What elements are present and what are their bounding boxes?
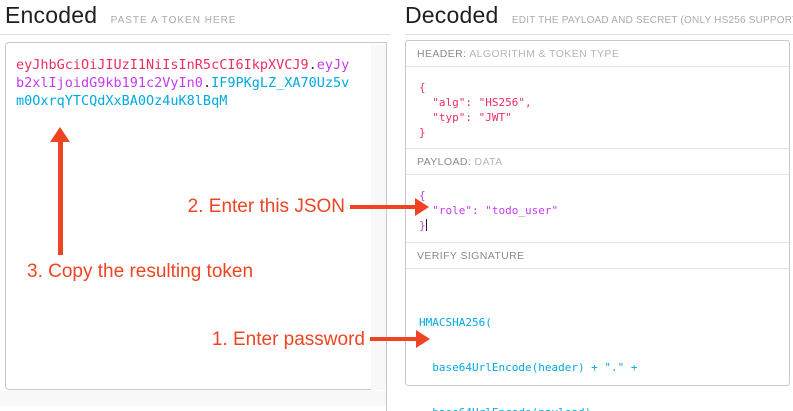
arrow-right-icon: [415, 198, 429, 216]
horizontal-scrollbar-track[interactable]: [0, 391, 386, 406]
annotation-step2-text: 2. Enter this JSON: [187, 196, 345, 217]
token-payload-segment: eyJyb2xlIjoidG9kb191c2VyIn0: [16, 57, 350, 91]
token-header-segment: eyJhbGciOiJIUzI1NiIsInR5cCI6IkpXVCJ9: [16, 57, 309, 73]
arrow-up-icon: [50, 127, 70, 142]
right-header-rule: [405, 34, 793, 35]
arrow-step2-shaft: [350, 205, 415, 209]
decoded-subtitle: EDIT THE PAYLOAD AND SECRET (ONLY HS256 …: [511, 15, 793, 26]
signature-section-label: VERIFY SIGNATURE: [406, 243, 789, 269]
column-divider: [386, 42, 387, 411]
header-section-label: HEADER: ALGORITHM & TOKEN TYPE: [406, 41, 789, 67]
text-cursor: [425, 219, 427, 231]
verify-signature-label: VERIFY SIGNATURE: [417, 250, 525, 262]
payload-section-label: PAYLOAD: DATA: [406, 149, 789, 175]
encoded-token: eyJhbGciOiJIUzI1NiIsInR5cCI6IkpXVCJ9.eyJ…: [16, 56, 353, 110]
signature-code-line-2: base64UrlEncode(header) + "." +: [419, 361, 638, 374]
header-json-code: { "alg": "HS256", "typ": "JWT" }: [406, 67, 789, 149]
header-label: HEADER:: [417, 48, 467, 60]
signature-block: HMACSHA256( base64UrlEncode(header) + ".…: [406, 269, 789, 411]
decoded-column-header: Decoded EDIT THE PAYLOAD AND SECRET (ONL…: [405, 2, 793, 32]
arrow-step3-shaft: [58, 141, 63, 255]
header-sublabel: ALGORITHM & TOKEN TYPE: [469, 48, 620, 60]
token-dot-2: .: [202, 75, 212, 91]
decoded-panel: HEADER: ALGORITHM & TOKEN TYPE { "alg": …: [405, 40, 790, 411]
token-signature-segment: IF9PKgLZ_XA70Uz5vm0OxrqYTCQdXxBA0Oz4uK8l…: [16, 75, 350, 109]
signature-code-line-3: base64UrlEncode(payload),: [419, 405, 776, 411]
annotation-step3-text: 3. Copy the resulting token: [27, 261, 254, 282]
annotation-step1-text: 1. Enter password: [211, 329, 365, 350]
arrow-step1-shaft: [370, 337, 416, 341]
payload-json-code: { "role": "todo_user" }: [419, 189, 559, 232]
encoded-subtitle: PASTE A TOKEN HERE: [110, 15, 237, 26]
payload-json-editor[interactable]: { "role": "todo_user" }: [406, 175, 789, 243]
token-dot-1: .: [308, 57, 317, 73]
payload-label: PAYLOAD:: [417, 156, 472, 168]
signature-code-line-1: HMACSHA256(: [419, 316, 492, 329]
encoded-token-textarea[interactable]: eyJhbGciOiJIUzI1NiIsInR5cCI6IkpXVCJ9.eyJ…: [5, 42, 386, 390]
encoded-column-header: Encoded PASTE A TOKEN HERE: [5, 2, 236, 32]
vertical-scrollbar-track[interactable]: [371, 44, 386, 390]
payload-sublabel: DATA: [474, 156, 503, 168]
left-header-rule: [0, 34, 390, 35]
arrow-right-icon: [416, 330, 430, 348]
decoded-title: Decoded: [405, 2, 499, 28]
encoded-title: Encoded: [5, 2, 98, 28]
